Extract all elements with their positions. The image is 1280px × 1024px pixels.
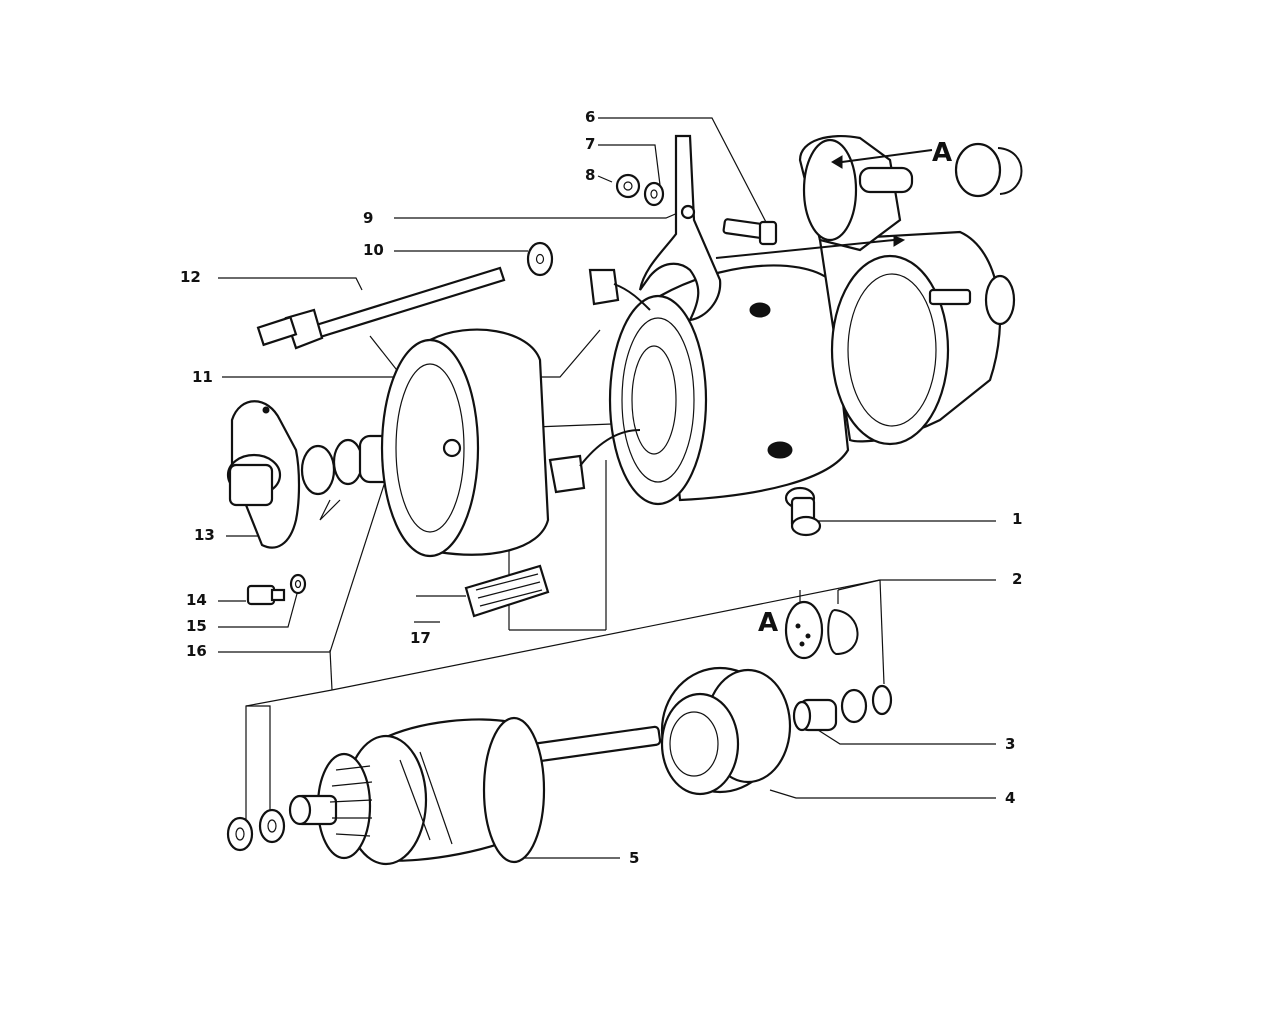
callout-8: 8 — [585, 166, 596, 184]
callout-A-top: A — [932, 138, 953, 168]
washers-bottom — [226, 808, 286, 852]
callout-14: 14 — [186, 591, 207, 609]
drive-pinion — [660, 666, 792, 796]
callout-3: 3 — [1005, 735, 1016, 753]
shift-lever — [638, 134, 722, 322]
callout-15: 15 — [186, 617, 207, 635]
callout-13: 13 — [194, 526, 215, 544]
callout-1: 1 — [1012, 510, 1023, 528]
callout-10: 10 — [363, 241, 384, 259]
callout-2: 2 — [1012, 570, 1023, 588]
screw-1 — [784, 486, 822, 537]
callout-6: 6 — [585, 108, 596, 126]
spacer-3 — [792, 688, 868, 732]
rear-end-plate — [380, 328, 550, 558]
cover-clip-mid — [784, 600, 893, 716]
callout-11: 11 — [192, 368, 213, 386]
field-frame — [608, 264, 850, 506]
brush-leads — [548, 268, 651, 494]
arrow-to-A — [715, 149, 933, 259]
washer-15 — [289, 573, 307, 595]
thru-bolt — [256, 266, 506, 350]
callout-17: 17 — [410, 629, 431, 647]
washer-10 — [526, 241, 554, 277]
callout-4: 4 — [1005, 789, 1016, 807]
callout-7: 7 — [585, 135, 596, 153]
callout-5: 5 — [629, 849, 640, 867]
callout-9: 9 — [363, 209, 374, 227]
nut-7 — [643, 181, 665, 207]
armature — [288, 716, 662, 866]
washer-8 — [615, 173, 641, 199]
callout-12: 12 — [180, 268, 201, 286]
callout-A-mid: A — [758, 608, 779, 638]
drive-end-housing — [798, 134, 1016, 446]
cover-clip-top — [954, 142, 1023, 198]
end-cap — [226, 400, 301, 549]
pivot-bolt — [722, 218, 778, 246]
callout-16: 16 — [186, 642, 207, 660]
brush-plate — [464, 564, 550, 618]
screw-14 — [246, 584, 286, 606]
